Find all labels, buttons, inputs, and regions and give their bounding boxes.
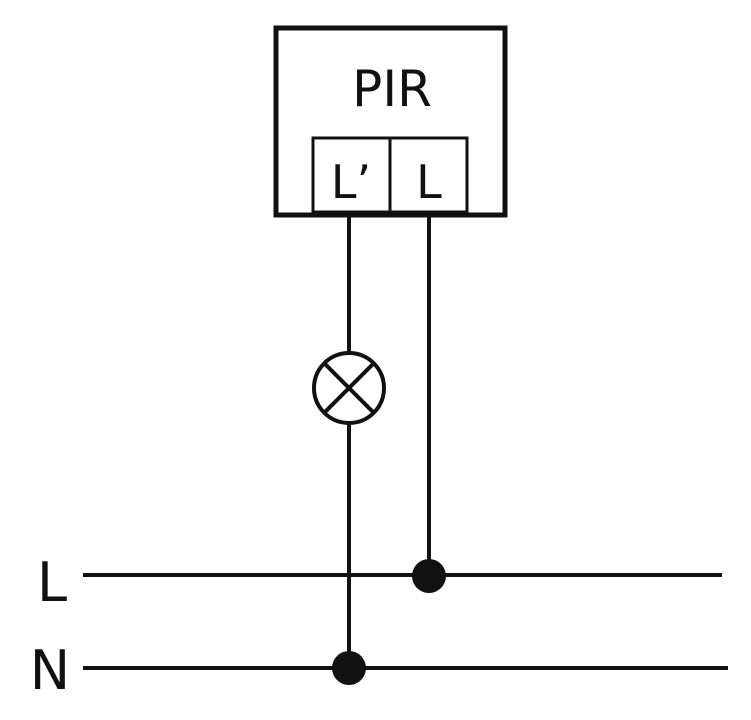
terminal-l-label: L	[416, 155, 442, 209]
live-rail: L	[37, 551, 722, 614]
live-junction-dot	[412, 559, 446, 593]
lamp-icon	[312, 351, 386, 425]
terminal-l	[388, 136, 469, 214]
neutral-junction-dot	[332, 651, 366, 685]
terminal-block: L’ L	[311, 136, 469, 214]
pir-sensor: PIR L’ L	[273, 25, 508, 218]
pir-box	[273, 25, 508, 218]
neutral-rail: N	[30, 639, 728, 702]
neutral-rail-label: N	[30, 639, 70, 702]
terminal-l-prime-label: L’	[331, 155, 371, 209]
pir-title: PIR	[352, 60, 432, 118]
live-rail-label: L	[37, 551, 67, 614]
